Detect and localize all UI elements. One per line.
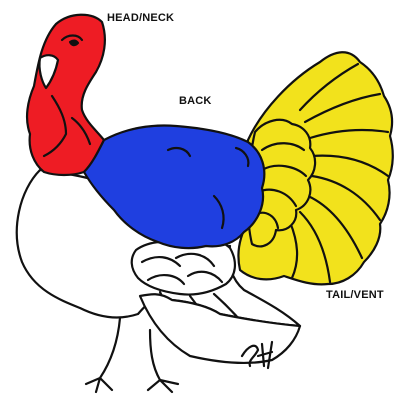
eye-pupil — [70, 41, 78, 46]
label-back: BACK — [179, 95, 212, 107]
head-neck-region — [27, 15, 105, 175]
label-tail-vent: TAIL/VENT — [326, 289, 384, 301]
head-neck-shape — [27, 15, 105, 175]
label-head-neck: HEAD/NECK — [107, 12, 174, 24]
leg-left — [86, 318, 120, 392]
